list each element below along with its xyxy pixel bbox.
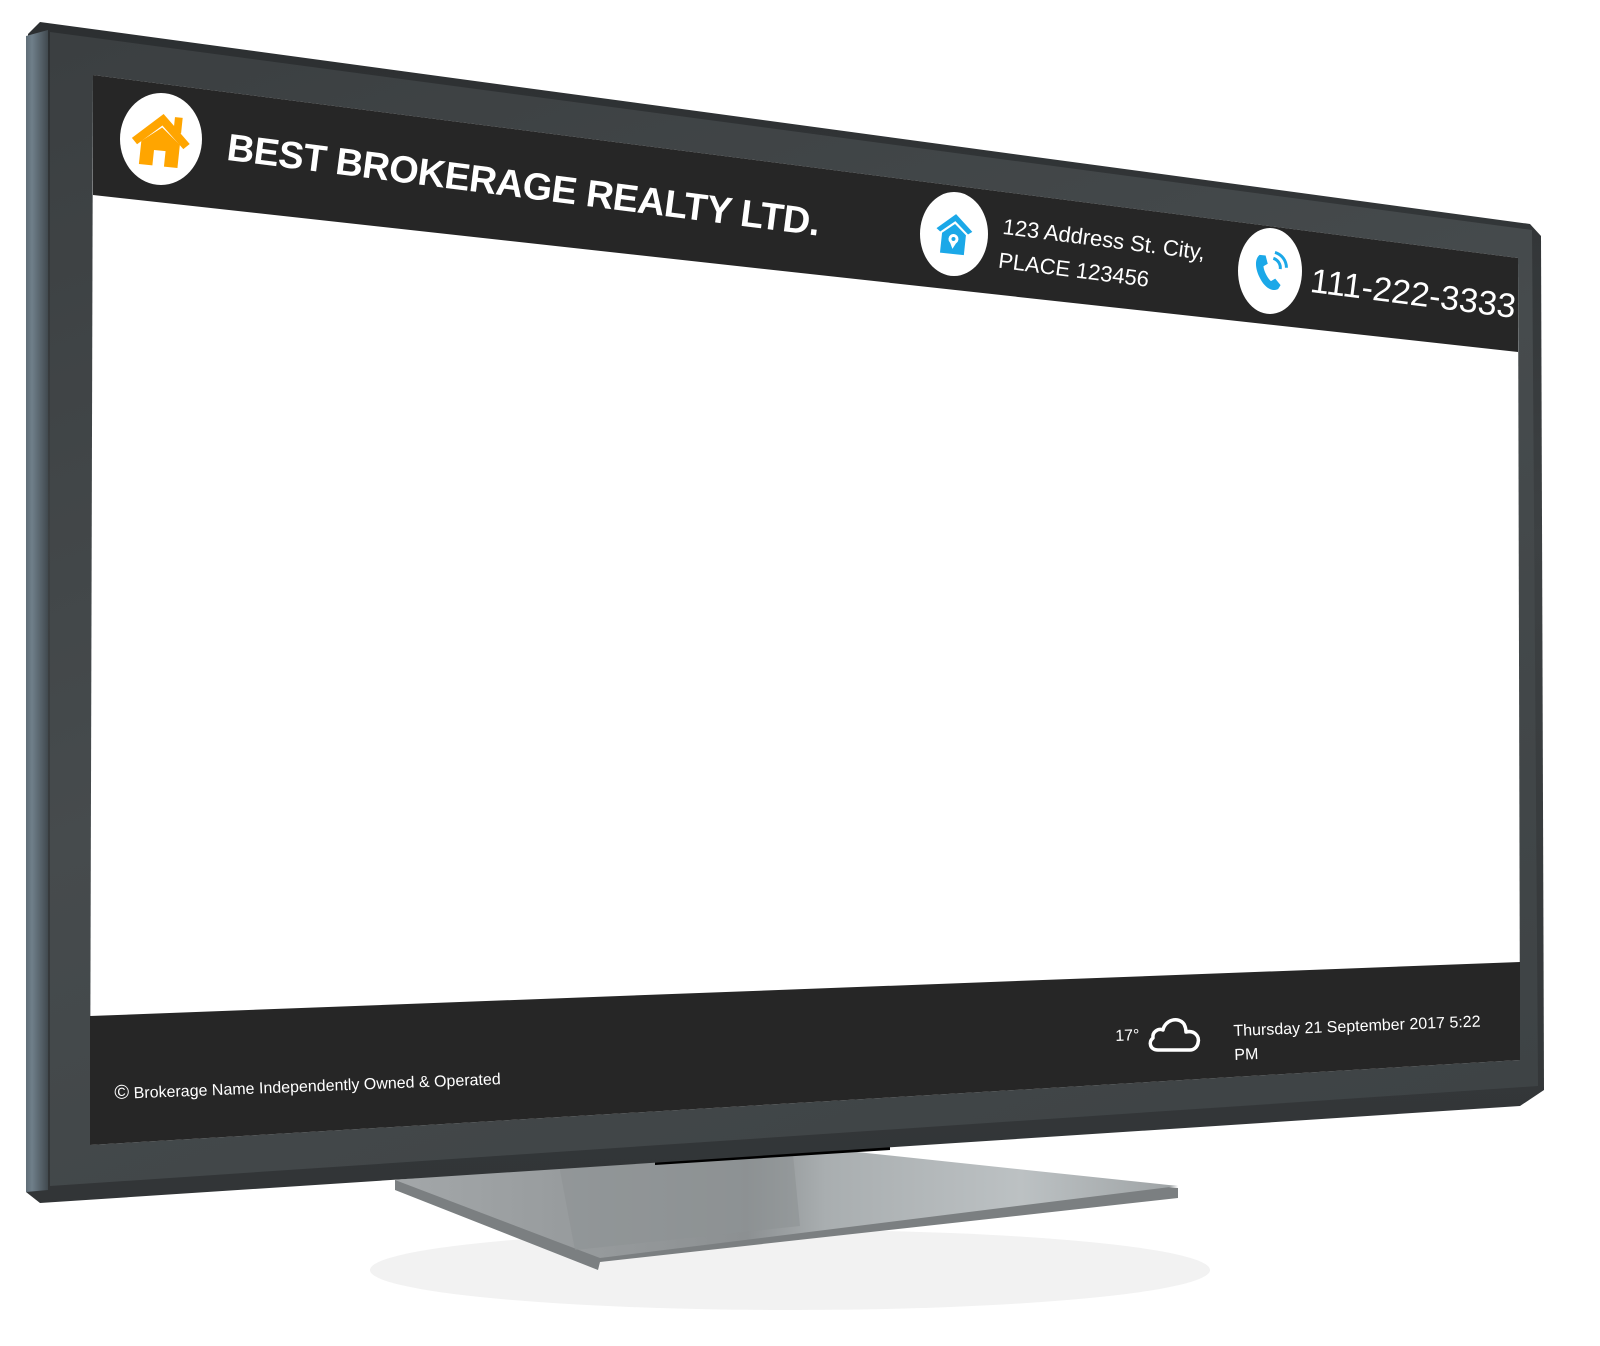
temperature: 17° <box>1115 1027 1140 1045</box>
home-location-icon <box>936 214 973 256</box>
date-time: Thursday 21 September 2017 5:22 PM <box>1233 1013 1481 1064</box>
logo-badge <box>120 93 202 185</box>
copyright-icon: © <box>114 1081 130 1104</box>
address-badge <box>920 192 988 276</box>
house-icon <box>131 113 190 169</box>
cloud-icon <box>1148 1018 1201 1052</box>
phone-icon <box>1255 250 1288 290</box>
phone-badge <box>1238 228 1302 314</box>
